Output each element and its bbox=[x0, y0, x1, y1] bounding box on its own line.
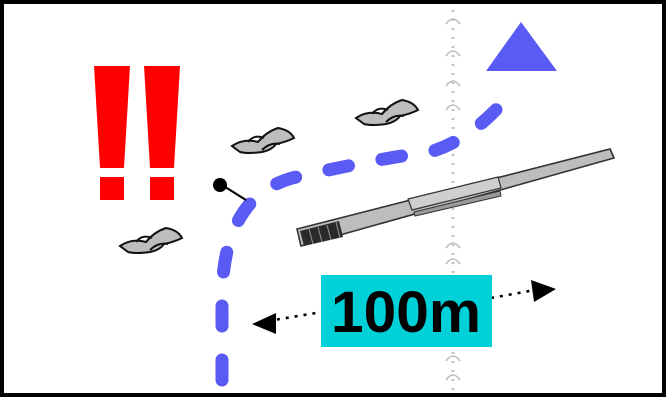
anchor-point bbox=[213, 178, 246, 200]
stone-arc-mark bbox=[446, 19, 460, 24]
distance-marker: 100m bbox=[252, 275, 556, 347]
bird-icon bbox=[356, 100, 418, 125]
distance-label: 100m bbox=[331, 280, 481, 345]
bird-icon bbox=[232, 128, 294, 153]
direction-triangle-icon bbox=[486, 22, 557, 71]
arrow-right-icon bbox=[531, 280, 556, 302]
arrow-left-icon bbox=[252, 313, 276, 334]
stone-arc-mark bbox=[446, 356, 460, 361]
bird-icon bbox=[120, 228, 182, 253]
warning-icon: !! bbox=[0, 0, 180, 200]
